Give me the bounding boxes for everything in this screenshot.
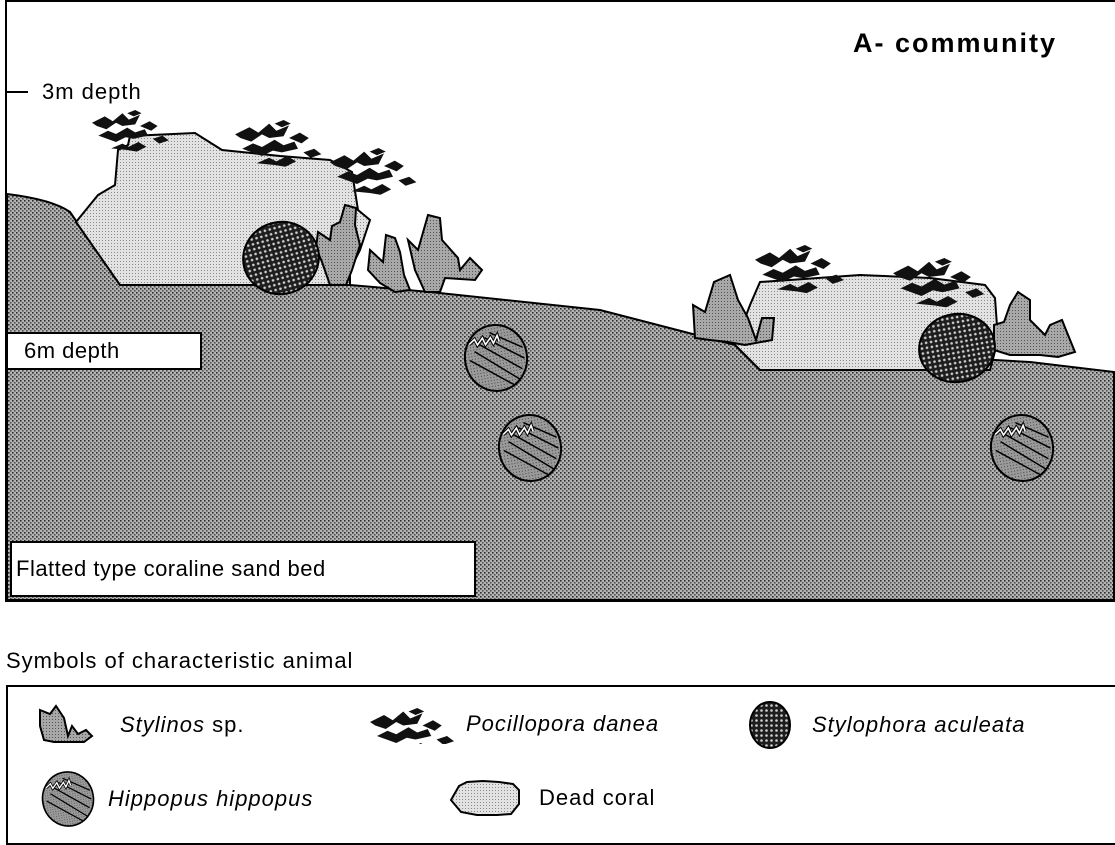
legend-item-dead-coral: Dead coral xyxy=(447,778,655,818)
diagram-title: A- community xyxy=(853,28,1057,59)
legend-item-stylophora: Stylophora aculeata xyxy=(744,698,1025,752)
legend-label-pocillopora: Pocillopora danea xyxy=(466,711,659,737)
stylinos-icon xyxy=(36,700,112,750)
pocillopora-icon xyxy=(368,704,458,744)
depth-label-6m: 6m depth xyxy=(6,332,202,370)
substrate-label: Flatted type coraline sand bed xyxy=(10,541,476,597)
dead-coral-icon xyxy=(447,778,531,818)
legend-item-hippopus: Hippopus hippopus xyxy=(36,770,313,828)
legend-label-stylophora: Stylophora aculeata xyxy=(812,712,1025,738)
legend-label-stylinos: Stylinos xyxy=(120,712,205,738)
hippopus-icon xyxy=(36,770,100,828)
legend-label-stylinos-suffix: sp. xyxy=(205,712,244,738)
stylophora-icon xyxy=(744,698,804,752)
legend-label-dead-coral: Dead coral xyxy=(539,785,655,811)
legend-heading: Symbols of characteristic animal xyxy=(6,648,353,674)
legend-item-pocillopora: Pocillopora danea xyxy=(368,704,659,744)
legend-item-stylinos: Stylinos sp. xyxy=(36,700,245,750)
legend-label-hippopus: Hippopus hippopus xyxy=(108,786,313,812)
depth-label-3m: 3m depth xyxy=(42,79,142,105)
